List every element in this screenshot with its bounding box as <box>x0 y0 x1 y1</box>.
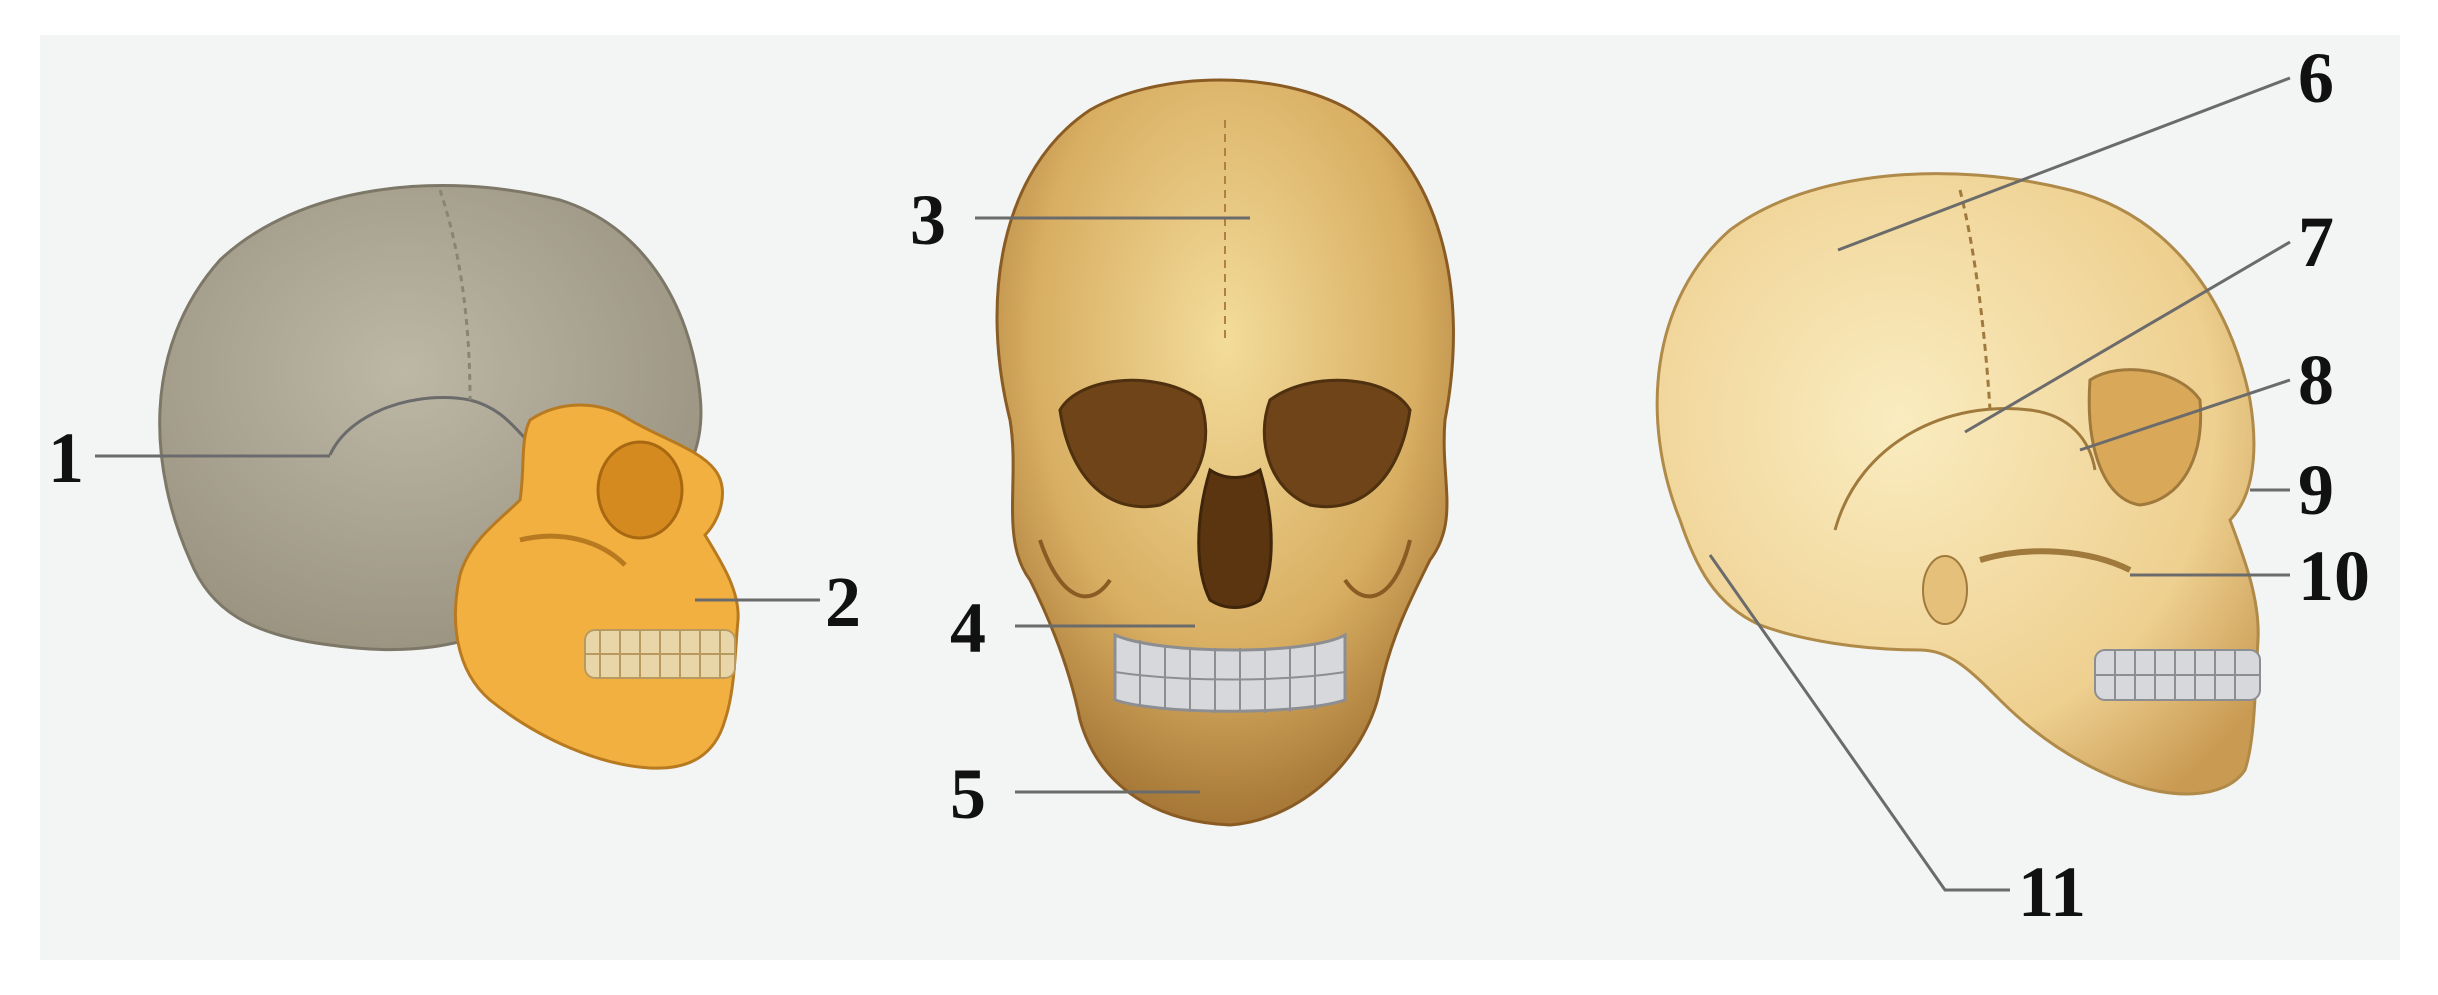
label-11: 11 <box>2018 852 2086 932</box>
label-9: 9 <box>2298 450 2334 530</box>
label-8: 8 <box>2298 340 2334 420</box>
label-6: 6 <box>2298 38 2334 118</box>
label-3: 3 <box>910 180 946 260</box>
label-10: 10 <box>2298 536 2370 616</box>
label-4: 4 <box>950 588 986 668</box>
nasal-cavity <box>1199 470 1272 608</box>
label-7: 7 <box>2298 202 2334 282</box>
label-2: 2 <box>825 562 861 642</box>
label-1: 1 <box>48 418 84 498</box>
orbit-left-skull <box>598 442 682 538</box>
mastoid-process <box>1923 556 1967 624</box>
label-5: 5 <box>950 754 986 834</box>
